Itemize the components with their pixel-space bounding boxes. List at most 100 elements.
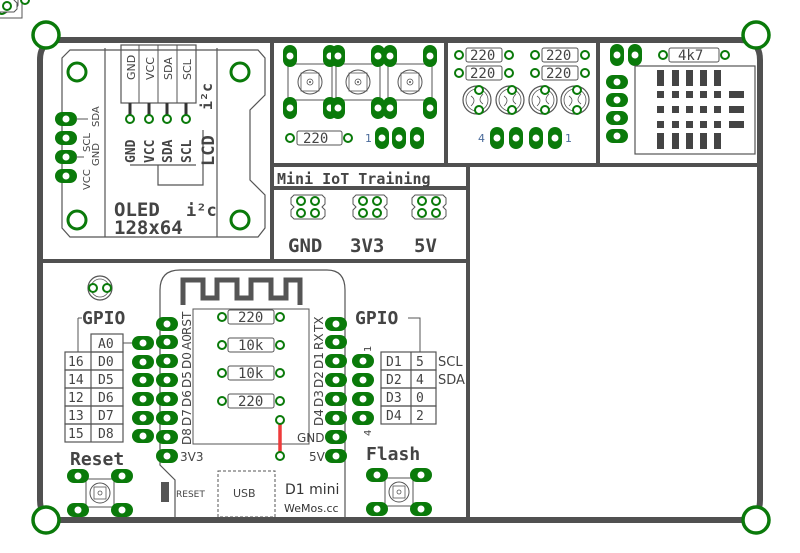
- d1-left-pin: A0: [180, 334, 194, 350]
- oled-side-label: GND: [91, 143, 102, 166]
- d1-mini-name: D1 mini: [285, 482, 339, 498]
- d1-right-pin: GND: [297, 431, 325, 445]
- oled-pin-label: VCC: [143, 140, 158, 163]
- right-gpio-function: SCL: [438, 355, 463, 370]
- right-gpio-pin: D4: [386, 409, 402, 424]
- d1-left-pin: D0: [180, 352, 194, 369]
- usb-label: USB: [233, 487, 256, 500]
- oled-side-label: VCC: [82, 169, 93, 190]
- oled-side-label: SCL: [82, 133, 93, 152]
- d1-resistor-value: 10k: [238, 338, 264, 354]
- right-gpio-number: 2: [416, 409, 424, 424]
- flash-button[interactable]: [366, 468, 432, 516]
- oled-pin-pad: [144, 114, 154, 124]
- d1-left-pin: D5: [180, 371, 194, 388]
- tact-button-1[interactable]: [283, 45, 337, 119]
- right-header-pin4: 4: [363, 430, 374, 436]
- sensor-module: [606, 44, 756, 155]
- right-gpio-number: 0: [416, 391, 424, 406]
- d1-left-pin: RST: [180, 311, 194, 335]
- oled-module: [55, 44, 266, 238]
- left-gpio-pin: D8: [98, 427, 114, 442]
- left-gpio-number: 14: [68, 373, 84, 388]
- left-gpio-section: [64, 275, 154, 443]
- d1-right-pin: RX: [312, 333, 326, 350]
- oled-pin-pad: [125, 114, 135, 124]
- oled-side-pad: [55, 169, 77, 183]
- d1-reset-label: RESET: [176, 490, 205, 500]
- d1-right-pin: D2: [312, 371, 326, 388]
- right-gpio-pin: D3: [386, 391, 402, 406]
- buttons-resistor-value: 220: [303, 131, 328, 147]
- oled-side-label: SDA: [91, 106, 102, 127]
- oled-header-label: VCC: [144, 57, 157, 80]
- right-gpio-pin: D1: [386, 355, 402, 370]
- left-gpio-pin: A0: [98, 337, 114, 352]
- lcd-label: LCD: [199, 135, 219, 166]
- right-gpio-pin: D2: [386, 373, 402, 388]
- led-resistor-value: 220: [470, 66, 495, 82]
- left-gpio-number: 13: [68, 409, 84, 424]
- board-title: Mini IoT Training: [277, 170, 431, 188]
- power-header-3v3: [353, 195, 387, 219]
- oled-title: OLED: [114, 199, 160, 221]
- oled-pin-label: SDA: [161, 139, 176, 163]
- oled-pin-label: SCL: [180, 139, 195, 163]
- tact-button-2[interactable]: [331, 45, 385, 119]
- d1-mini-brand: WeMos.cc: [284, 502, 339, 515]
- left-gpio-title: GPIO: [82, 308, 126, 329]
- flash-button-label: Flash: [366, 444, 420, 465]
- right-gpio-title: GPIO: [355, 308, 399, 329]
- d1-left-pin: 3V3: [180, 450, 203, 464]
- led: [496, 86, 524, 114]
- led-module: [0, 0, 589, 149]
- led-resistor-value: 220: [546, 66, 571, 82]
- oled-side-pad: [55, 150, 77, 164]
- buttons-header-pin1: 1: [365, 132, 372, 145]
- sensor-grid: [657, 70, 744, 149]
- led-resistor-value: 220: [470, 48, 495, 64]
- tact-button-3[interactable]: [383, 45, 437, 119]
- oled-header-label: SCL: [181, 58, 194, 80]
- section-dividers: [40, 40, 760, 520]
- d1-resistor-value: 220: [238, 310, 263, 326]
- right-header-pin1: 1: [363, 346, 374, 352]
- oled-title-i2c: i²c: [186, 201, 217, 221]
- oled-mount-hole: [229, 209, 251, 231]
- oled-mount-hole: [229, 61, 251, 83]
- oled-pin-pad: [162, 114, 172, 124]
- left-gpio-pin: D5: [98, 373, 114, 388]
- d1-right-pin: D4: [312, 409, 326, 426]
- oled-mount-hole: [66, 61, 88, 83]
- led: [561, 86, 589, 114]
- sensor-resistor-value: 4k7: [678, 48, 703, 64]
- d1-right-pin: D3: [312, 390, 326, 407]
- mounting-hole-tr: [741, 20, 771, 50]
- power-label: 3V3: [350, 235, 384, 257]
- right-gpio-section: [352, 317, 437, 425]
- left-gpio-pin: D0: [98, 355, 114, 370]
- led-resistor-value: 220: [546, 48, 571, 64]
- mounting-hole-br: [741, 505, 771, 535]
- d1-right-pin: TX: [312, 316, 326, 333]
- right-gpio-function: SDA: [438, 373, 465, 388]
- reset-button-label: Reset: [70, 449, 124, 470]
- power-label: 5V: [414, 235, 437, 257]
- d1-resistor-value: 220: [238, 394, 263, 410]
- d1-right-pin: D1: [312, 352, 326, 369]
- power-header-gnd: [291, 195, 325, 219]
- d1-left-pin: D8: [180, 428, 194, 445]
- right-gpio-number: 5: [416, 355, 424, 370]
- d1-left-pin: D7: [180, 409, 194, 426]
- d1-right-pin: 5V: [309, 450, 326, 464]
- lcd-i2c-label: i²c: [198, 83, 216, 110]
- oled-header-label: SDA: [162, 57, 175, 80]
- reset-button[interactable]: [67, 469, 133, 517]
- buttons-module: [0, 0, 437, 149]
- oled-side-pad: [55, 112, 77, 126]
- oled-pin-pad: [181, 114, 191, 124]
- d1-left-pin: D6: [180, 390, 194, 407]
- buzzer: [87, 275, 113, 301]
- led-header-pin4: 4: [478, 132, 485, 145]
- oled-pin-label: GND: [124, 139, 139, 163]
